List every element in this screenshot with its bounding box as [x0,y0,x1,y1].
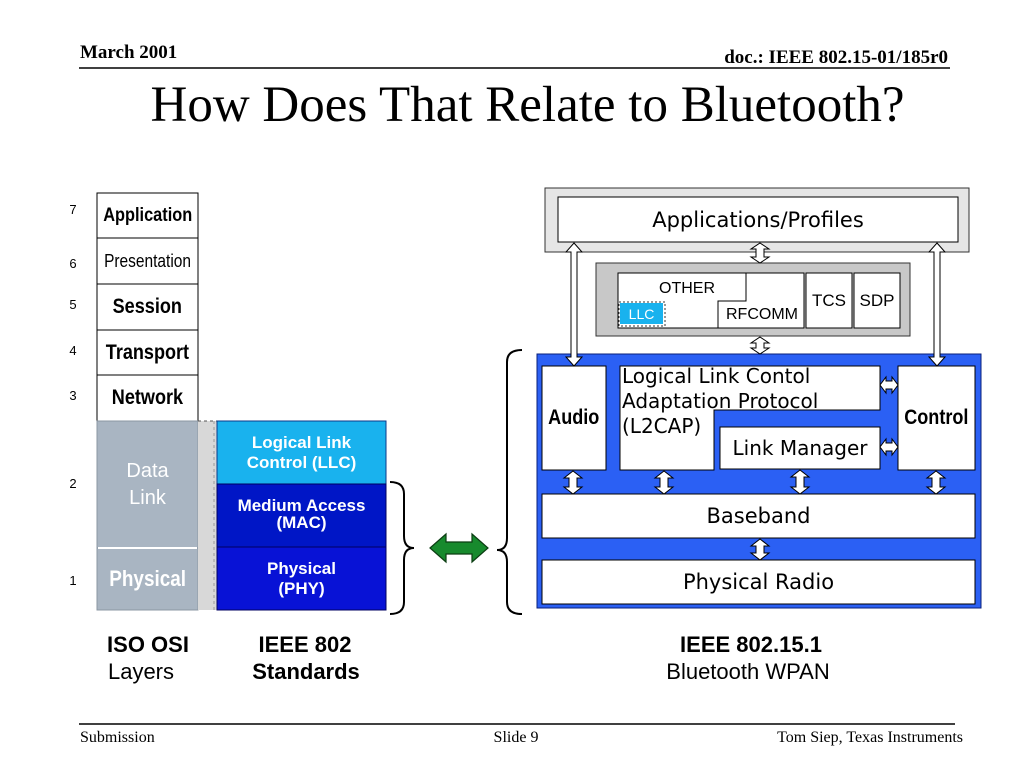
phy-box [216,546,387,611]
control-box [897,365,976,471]
double-arrow-icon [879,437,899,457]
rfcomm-label: RFCOMM [726,306,798,323]
osi-layer-4-box [96,329,199,376]
phy-label: Physical (PHY) [217,547,386,610]
ieee802-mac-phy-brace [389,481,415,615]
tcs-box [805,272,853,329]
osi-caption-line-2: Layers [107,659,175,684]
phy-label-line-1: Physical [267,558,336,578]
osi-layer-number: 2 [69,476,77,491]
osi-layer-number: 6 [69,256,77,271]
footer-slide-number: Slide 9 [493,729,539,746]
llc-label: Logical Link Control (LLC) [217,421,386,484]
ieee802-caption-line-2: Standards [252,659,360,684]
sdp-label: SDP [859,290,895,310]
osi-layer-number: 4 [69,343,77,358]
llc-tag-outline [618,301,666,327]
link-manager-label: Link Manager [732,436,868,460]
osi-caption-line-1: ISO OSI [107,632,189,657]
osi-layer-label: Presentation [104,250,191,271]
osi-layer-data-link: Data Link [97,421,198,548]
osi-layer-label-line-2: Link [129,486,166,509]
l2cap-label-line-2: Adaptation Protocol [622,389,819,413]
l2cap-label: Logical Link Contol Adaptation Protocol … [622,364,818,439]
rfcomm-box [717,272,805,329]
osi-layer-transport: Transport [97,330,198,375]
double-arrow-icon [749,538,771,561]
osi-layer-2-box [96,420,199,549]
audio-label: Audio [542,366,606,470]
double-arrow-icon [653,470,675,495]
sdp-box [853,272,901,329]
baseband-box [541,493,976,539]
double-arrow-icon [749,242,771,264]
footer-author: Tom Siep, Texas Instruments [777,729,963,746]
osi-layer-application: Application [97,193,198,238]
mac-box [216,483,387,548]
double-arrow-icon [879,375,899,395]
bluetooth-core-brace [496,349,523,615]
osi-layer-3-box [96,374,199,422]
l2cap-box [619,365,881,471]
osi-layer-6-box [96,237,199,285]
slide-title: How Does That Relate to Bluetooth? [150,77,905,133]
physical-radio-box [541,559,976,605]
double-arrow-icon [562,470,584,495]
llc-tag [620,303,663,324]
osi-layer-number: 5 [69,297,77,312]
osi-layer-1-box [96,547,199,611]
control-label-text: Control [904,406,969,429]
double-arrow-icon [925,470,947,495]
physical-radio-label: Physical Radio [682,570,835,594]
header-date: March 2001 [80,42,178,63]
bluetooth-caption-line-2: Bluetooth WPAN [666,659,830,684]
l2cap-label-line-3: (L2CAP) [622,414,702,438]
osi-layer-number: 3 [69,388,77,403]
ieee802-caption-line-1: IEEE 802 [258,632,352,657]
llc-label-line-1: Logical Link [251,432,352,452]
tcs-label: TCS [812,290,846,310]
applications-profiles-box [557,196,959,243]
double-arrow-icon [789,469,811,495]
osi-ieee-connector [198,421,217,610]
mac-label: Medium Access (MAC) [217,482,386,545]
osi-layer-label: Transport [105,340,190,364]
osi-layer-physical: Physical [97,548,198,610]
equivalence-arrow [429,532,489,564]
double-arrow-icon [749,336,771,355]
osi-layer-label: Physical [109,566,186,591]
document-id: doc.: IEEE 802.15-01/185r0 [724,47,948,68]
osi-layer-session: Session [97,284,198,330]
bluetooth-caption-line-1: IEEE 802.15.1 [680,632,822,657]
mac-label-line-2: (MAC) [276,512,327,532]
control-label: Control [898,366,975,470]
osi-layer-5-box [96,283,199,331]
applications-profiles-label: Applications/Profiles [652,207,864,232]
llc-tag-label: LLC [628,305,655,322]
osi-layer-network: Network [97,375,198,421]
osi-layer-label: Network [111,386,184,409]
double-arrow-icon [927,242,947,367]
osi-layer-7-box [96,192,199,239]
footer-submission: Submission [80,729,155,746]
baseband-label: Baseband [706,504,811,528]
llc-label-line-2: Control (LLC) [246,452,357,472]
other-protocols-label: OTHER [659,280,715,297]
osi-layer-number: 7 [69,202,77,217]
osi-layer-label-line-1: Data [126,459,169,482]
phy-label-line-2: (PHY) [278,578,325,598]
osi-layer-label: Session [112,295,183,318]
l2cap-label-line-1: Logical Link Contol [622,364,811,388]
osi-layer-label: Application [103,204,192,226]
osi-layer-presentation: Presentation [97,238,198,284]
audio-label-text: Audio [548,406,600,429]
link-manager-box [719,426,881,470]
osi-layer-number: 1 [69,573,77,588]
llc-box [216,420,387,485]
audio-box [541,365,607,471]
double-arrow-icon [564,242,584,367]
mac-label-line-1: Medium Access [237,495,366,515]
